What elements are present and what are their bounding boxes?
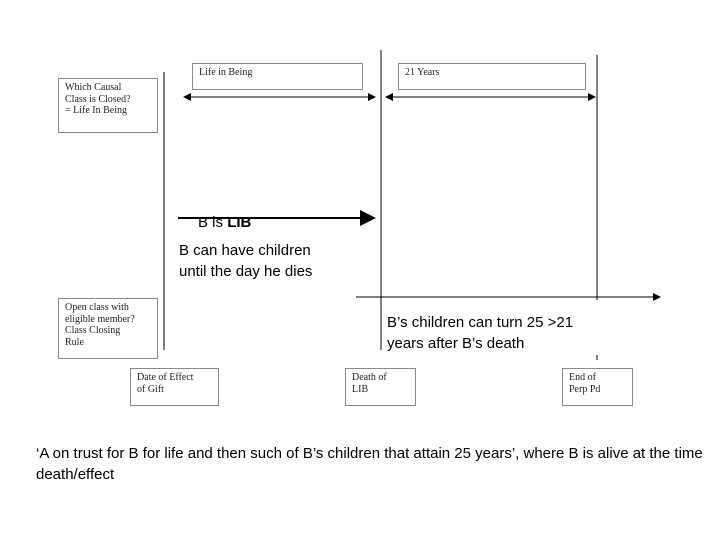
which-causal-class-box: Which Causal Class is Closed? = Life In … [58, 78, 158, 133]
open-class-box: Open class with eligible member? Class C… [58, 298, 158, 359]
life-in-being-box: Life in Being [192, 63, 363, 90]
b-children-can-turn-label: B’s children can turn 25 >21 years after… [387, 312, 591, 354]
b-is-lib-label: B is LIB [198, 191, 251, 233]
death-of-lib-box: Death of LIB [345, 368, 416, 406]
date-of-effect-box: Date of Effect of Gift [130, 368, 219, 406]
twenty-one-years-box: 21 Years [398, 63, 586, 90]
b-is-text: B is [198, 214, 228, 231]
end-of-perp-box: End of Perp Pd [562, 368, 633, 406]
b-can-have-children-label: B can have children until the day he die… [179, 242, 313, 280]
lib-text: LIB [227, 214, 252, 231]
diagram-caption: ‘A on trust for B for life and then such… [36, 445, 703, 483]
